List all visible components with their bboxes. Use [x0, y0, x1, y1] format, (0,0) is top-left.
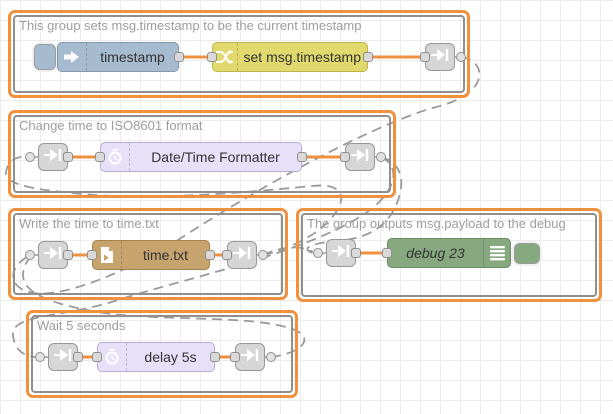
- link-icon: [44, 246, 62, 265]
- inject-trigger-button[interactable]: [34, 44, 56, 70]
- shuffle-icon: [213, 43, 238, 71]
- group-inner-border: [13, 213, 283, 295]
- group-iso8601[interactable]: Change time to ISO8601 format: [8, 110, 396, 198]
- output-port[interactable]: [174, 52, 184, 62]
- link-wire: [22, 256, 306, 358]
- link-icon: [44, 148, 62, 167]
- output-port[interactable]: [210, 352, 220, 362]
- link-output-port[interactable]: [376, 152, 386, 162]
- inject-node[interactable]: timestamp: [57, 42, 179, 72]
- date-time-formatter-node[interactable]: Date/Time Formatter: [100, 142, 302, 172]
- link-input-port[interactable]: [313, 248, 323, 258]
- clock-icon: [101, 143, 130, 171]
- link-wire: [5, 155, 343, 256]
- group-label: Wait 5 seconds: [37, 318, 126, 333]
- clock-icon: [98, 343, 127, 371]
- link-icon: [241, 348, 259, 367]
- group-inner-border: [301, 213, 597, 297]
- link-input-port[interactable]: [35, 352, 45, 362]
- input-port[interactable]: [230, 352, 240, 362]
- input-port[interactable]: [92, 352, 102, 362]
- group-debug-output[interactable]: The group outputs msg.payload to the deb…: [296, 208, 602, 302]
- output-port[interactable]: [297, 152, 307, 162]
- debug-list-icon: [483, 239, 510, 267]
- link-icon: [351, 148, 369, 167]
- input-port[interactable]: [420, 52, 430, 62]
- group-label: The group outputs msg.payload to the deb…: [307, 216, 566, 231]
- link-input-port[interactable]: [25, 152, 35, 162]
- input-port[interactable]: [222, 250, 232, 260]
- group-timestamp[interactable]: This group sets msg.timestamp to be the …: [8, 10, 470, 98]
- input-port[interactable]: [87, 250, 97, 260]
- link-in-node[interactable]: [48, 343, 78, 371]
- output-port[interactable]: [363, 52, 373, 62]
- group-label: This group sets msg.timestamp to be the …: [19, 18, 362, 33]
- group-write-file[interactable]: Write the time to time.txt: [8, 208, 288, 300]
- delay-node[interactable]: delay 5s: [97, 342, 215, 372]
- group-wait[interactable]: Wait 5 seconds: [26, 310, 298, 398]
- group-label: Change time to ISO8601 format: [19, 118, 203, 133]
- node-label: set msg.timestamp: [243, 49, 361, 65]
- input-port[interactable]: [95, 152, 105, 162]
- output-port[interactable]: [205, 250, 215, 260]
- link-wire: [12, 156, 395, 358]
- input-port[interactable]: [382, 248, 392, 258]
- link-out-node[interactable]: [227, 241, 257, 269]
- node-label: delay 5s: [144, 349, 197, 365]
- change-node[interactable]: set msg.timestamp: [212, 42, 368, 72]
- input-port[interactable]: [340, 152, 350, 162]
- node-label: time.txt: [142, 247, 189, 263]
- group-inner-border: [13, 115, 391, 193]
- input-port[interactable]: [207, 52, 217, 62]
- link-output-port[interactable]: [456, 52, 466, 62]
- node-label: timestamp: [100, 49, 165, 65]
- output-port[interactable]: [73, 352, 83, 362]
- link-output-port[interactable]: [266, 352, 276, 362]
- node-label: debug 23: [406, 245, 465, 261]
- link-icon: [54, 348, 72, 367]
- file-export-icon: [93, 241, 122, 269]
- debug-toggle-button[interactable]: [514, 243, 540, 264]
- group-inner-border: [31, 315, 293, 393]
- link-icon: [431, 48, 449, 67]
- link-icon: [332, 244, 350, 263]
- file-write-node[interactable]: time.txt: [92, 240, 210, 270]
- output-port[interactable]: [63, 250, 73, 260]
- node-label: Date/Time Formatter: [151, 149, 280, 165]
- debug-node[interactable]: debug 23: [387, 238, 511, 268]
- output-port[interactable]: [63, 152, 73, 162]
- link-input-port[interactable]: [25, 250, 35, 260]
- link-out-node[interactable]: [345, 143, 375, 171]
- output-port[interactable]: [351, 248, 361, 258]
- link-icon: [233, 246, 251, 265]
- group-label: Write the time to time.txt: [19, 216, 159, 231]
- link-wire: [306, 156, 403, 254]
- link-output-port[interactable]: [258, 250, 268, 260]
- inject-arrow-icon: [58, 43, 87, 71]
